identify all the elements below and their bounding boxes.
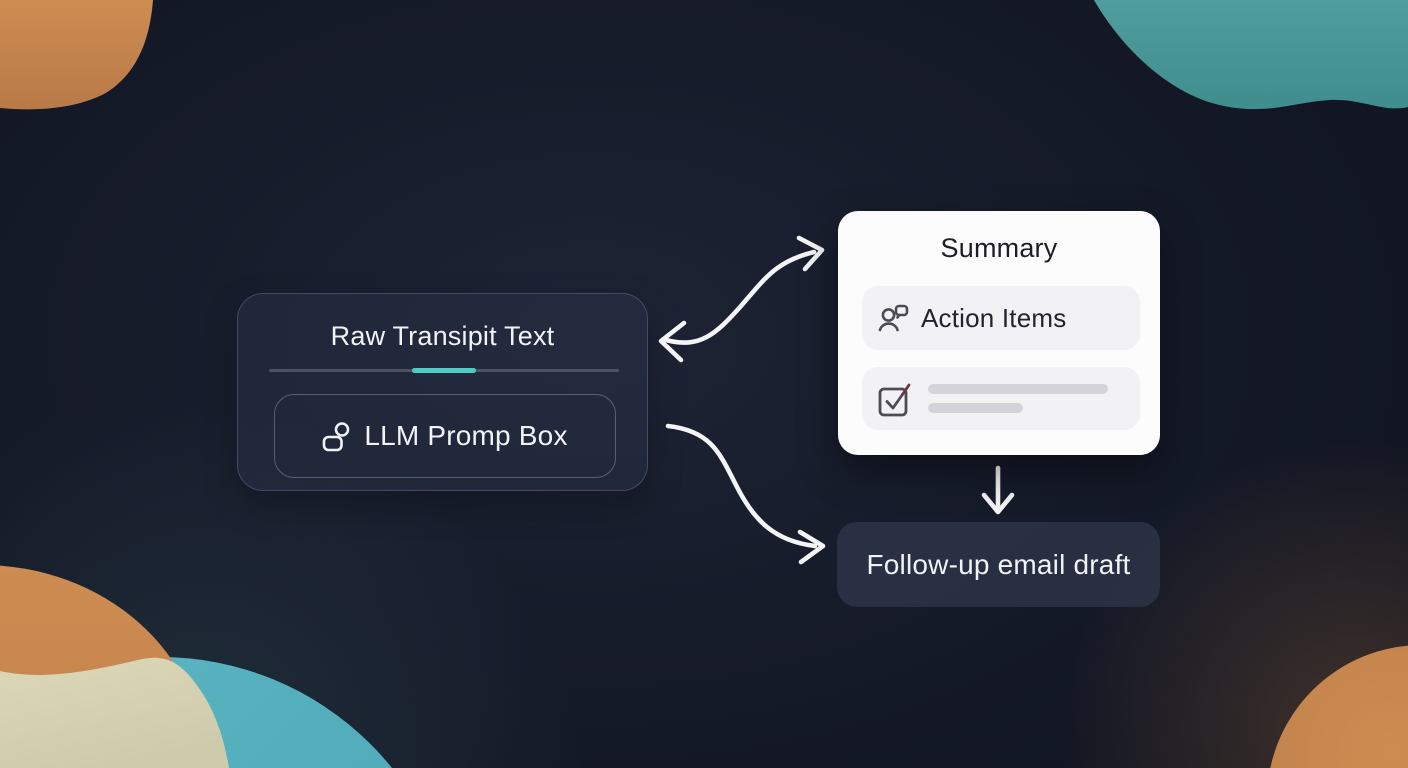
transcript-divider (269, 368, 619, 373)
llm-prompt-box: LLM Promp Box (274, 394, 616, 478)
blob-bottom-left-cream (0, 657, 229, 768)
blob-top-right-teal (1094, 0, 1408, 110)
transcript-box: Raw Transipit Text LLM Promp Box (237, 293, 648, 491)
divider-accent-segment (412, 368, 476, 373)
blob-top-left-orange (0, 0, 153, 110)
placeholder-bar-short (928, 403, 1023, 413)
action-items-row: Action Items (862, 286, 1140, 350)
llm-prompt-box-label: LLM Promp Box (364, 420, 568, 451)
user-icon (323, 421, 350, 451)
blob-bottom-right-orange (1270, 645, 1408, 768)
summary-title: Summary (940, 233, 1058, 263)
checkbox-checked-icon (878, 383, 911, 416)
people-chat-icon (878, 304, 909, 331)
placeholder-bar-long (928, 384, 1108, 394)
task-placeholder-row (862, 367, 1140, 430)
placeholder-bars (928, 384, 1108, 413)
action-items-label: Action Items (921, 302, 1067, 333)
email-draft-box: Follow-up email draft (837, 522, 1160, 607)
transcript-box-title: Raw Transipit Text (330, 321, 555, 351)
summary-card: Summary Action Items (838, 211, 1160, 455)
email-draft-label: Follow-up email draft (866, 548, 1131, 580)
